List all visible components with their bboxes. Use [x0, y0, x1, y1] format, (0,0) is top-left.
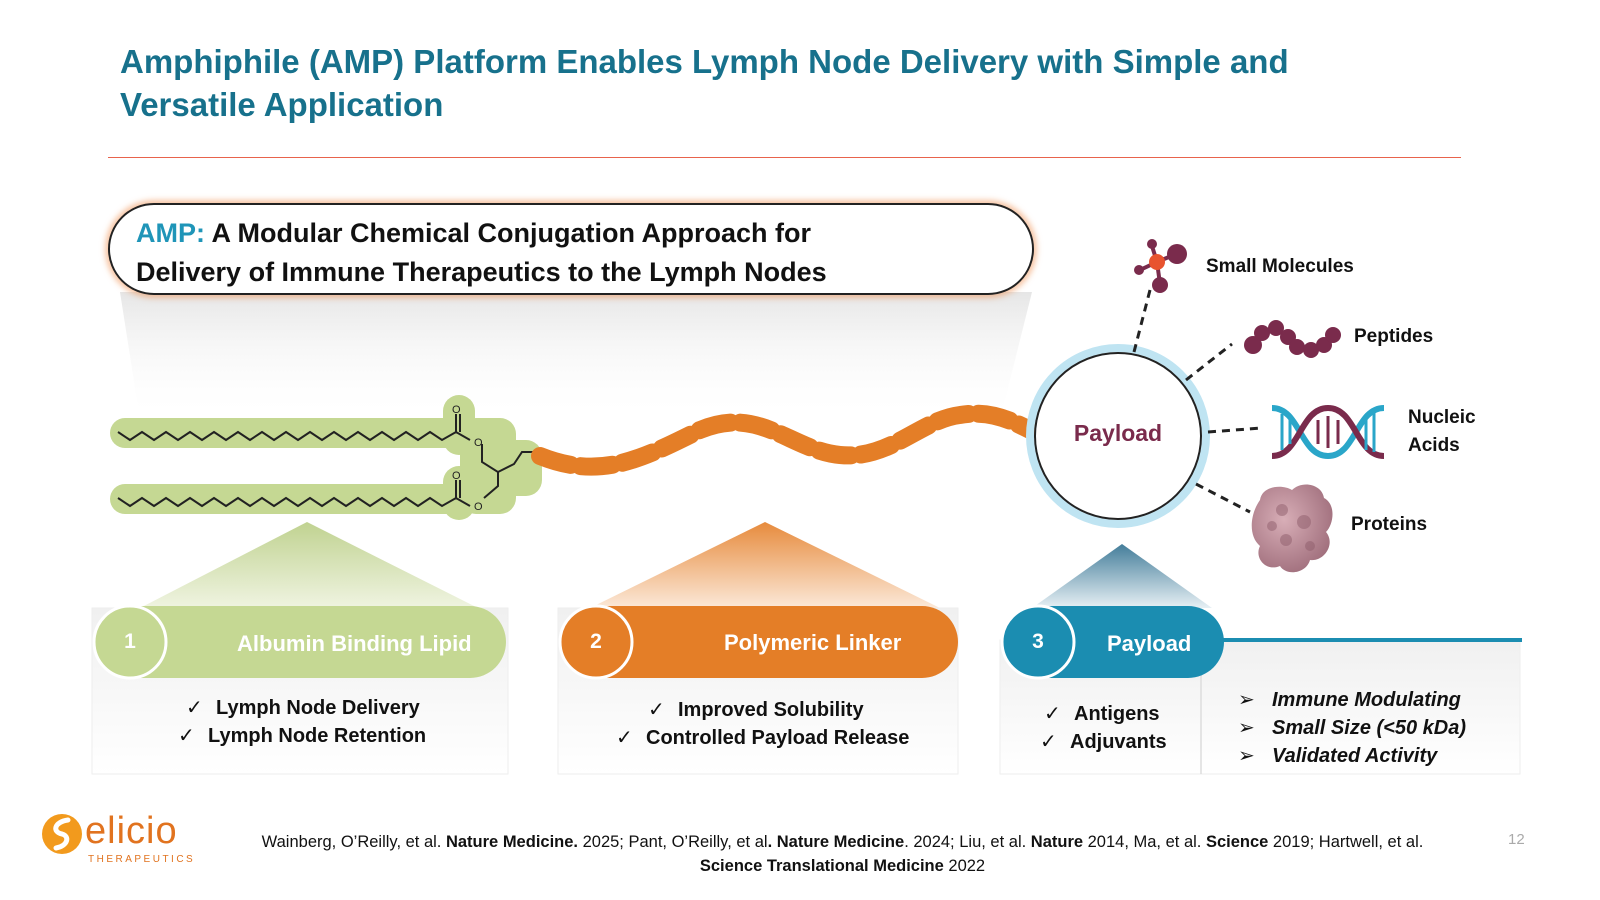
module-2-number: 2	[590, 630, 602, 653]
bullet-text: Controlled Payload Release	[646, 727, 910, 749]
payload-circle-glow	[1026, 344, 1210, 528]
banner-spotlight	[120, 292, 1032, 420]
module-1-pill	[96, 606, 506, 678]
connector-nucleic-acids	[1207, 426, 1263, 434]
feature-text: Validated Activity	[1272, 745, 1438, 767]
page-number: 12	[1508, 831, 1525, 848]
banner-prefix: AMP:	[136, 218, 205, 248]
bullet-text: Adjuvants	[1070, 731, 1167, 753]
references: Wainberg, O’Reilly, et al. Nature Medici…	[200, 830, 1485, 878]
module-1-number-circle	[92, 604, 168, 680]
payload-circle-label: Payload	[1073, 420, 1163, 446]
connector-small-molecules	[1132, 289, 1152, 353]
bullet-text: Lymph Node Delivery	[216, 697, 420, 719]
module-3-bullets: ✓ Antigens ✓ Adjuvants	[1040, 700, 1167, 756]
module-3-number: 3	[1032, 630, 1044, 653]
connector-proteins	[1195, 482, 1251, 514]
list-item: ✓ Adjuvants	[1040, 728, 1167, 756]
module-2-label: Polymeric Linker	[724, 630, 902, 655]
label-proteins: Proteins	[1351, 514, 1428, 535]
elicio-logo-subtext: THERAPEUTICS	[88, 854, 196, 865]
svg-text:O: O	[474, 501, 483, 513]
connector-peptides	[1185, 342, 1233, 382]
ref-journal: Nature	[1030, 833, 1084, 851]
module-3-number-circle	[1000, 604, 1076, 680]
banner-line1: A Modular Chemical Conjugation Approach …	[211, 218, 812, 248]
bullet-text: Antigens	[1074, 703, 1160, 725]
arrow-bullet-icon: ➢	[1238, 717, 1255, 739]
module-2-pill	[560, 606, 958, 678]
bullet-text: Lymph Node Retention	[208, 725, 427, 747]
module-1-label: Albumin Binding Lipid	[237, 631, 472, 656]
list-item: ➢ Immune Modulating	[1238, 686, 1466, 714]
label-nucleic-acids: Nucleic Acids	[1408, 404, 1476, 460]
payload-circle	[1034, 352, 1202, 520]
ref-journal: Science	[1205, 833, 1269, 851]
module-3-features: ➢ Immune Modulating ➢ Small Size (<50 kDa)…	[1238, 686, 1466, 770]
small-molecule-icon	[1134, 239, 1187, 293]
list-item: ✓ Improved Solubility	[612, 696, 909, 724]
ref-text: 2014, Ma, et al.	[1083, 833, 1206, 851]
peptide-icon	[1244, 320, 1341, 358]
svg-text:O: O	[452, 470, 461, 482]
check-icon: ✓	[186, 697, 203, 719]
check-icon: ✓	[1044, 703, 1061, 725]
polymeric-linker-chain	[531, 404, 1039, 476]
elicio-logo-icon	[42, 814, 82, 854]
module-3-rule	[1200, 638, 1522, 642]
dna-icon	[1271, 404, 1385, 460]
banner-line2: Delivery of Immune Therapeutics to the L…	[136, 257, 827, 287]
protein-icon	[1251, 484, 1333, 573]
payload-pointer	[1032, 544, 1212, 608]
check-icon: ✓	[178, 725, 195, 747]
ref-text: 2019; Hartwell, et al.	[1268, 833, 1424, 851]
bullet-text: Improved Solubility	[678, 699, 864, 721]
ref-journal: Science Translational Medicine	[699, 857, 944, 875]
check-icon: ✓	[616, 727, 633, 749]
list-item: ➢ Small Size (<50 kDa)	[1238, 714, 1466, 742]
module-2-bullets: ✓ Improved Solubility ✓ Controlled Payload…	[612, 696, 909, 752]
module-2-number-circle	[558, 604, 634, 680]
label-small-molecules: Small Molecules	[1206, 256, 1354, 277]
list-item: ✓ Lymph Node Retention	[178, 722, 426, 750]
module-1-bullets: ✓Lymph Node Delivery ✓Lymph Node Retenti…	[178, 694, 426, 750]
ref-text: . 2024; Liu, et al.	[904, 833, 1031, 851]
elicio-logo-text: elicio	[85, 810, 178, 852]
arrow-bullet-icon: ➢	[1238, 745, 1255, 767]
arrow-bullet-icon: ➢	[1238, 689, 1255, 711]
ref-text: 2022	[943, 857, 986, 875]
check-icon: ✓	[1040, 731, 1057, 753]
title-divider	[108, 157, 1461, 158]
svg-text:O: O	[452, 404, 461, 416]
list-item: ✓ Controlled Payload Release	[612, 724, 909, 752]
ref-journal: . Nature Medicine	[767, 833, 905, 851]
ref-text: 2025; Pant, O’Reilly, et al	[578, 833, 768, 851]
ref-journal: Nature Medicine.	[445, 833, 579, 851]
label-nucleic-line1: Nucleic	[1408, 407, 1476, 428]
feature-text: Immune Modulating	[1272, 689, 1461, 711]
check-icon: ✓	[648, 699, 665, 721]
albumin-binding-lipid-structure: O O O O	[110, 395, 542, 520]
list-item: ✓ Antigens	[1040, 700, 1167, 728]
label-peptides: Peptides	[1354, 326, 1434, 347]
svg-text:O: O	[474, 437, 483, 449]
ref-text: Wainberg, O’Reilly, et al.	[261, 833, 446, 851]
module-3-label: Payload	[1107, 631, 1192, 656]
module-1-number: 1	[124, 630, 136, 653]
list-item: ➢ Validated Activity	[1238, 742, 1466, 770]
page-title: Amphiphile (AMP) Platform Enables Lymph …	[120, 43, 1289, 123]
lipid-pointer	[140, 522, 478, 608]
linker-pointer	[590, 522, 940, 608]
amp-banner: AMP: A Modular Chemical Conjugation Appr…	[108, 203, 1034, 295]
feature-text: Small Size (<50 kDa)	[1272, 717, 1466, 739]
list-item: ✓ Lymph Node Delivery	[178, 694, 426, 722]
label-nucleic-line2: Acids	[1408, 435, 1460, 456]
